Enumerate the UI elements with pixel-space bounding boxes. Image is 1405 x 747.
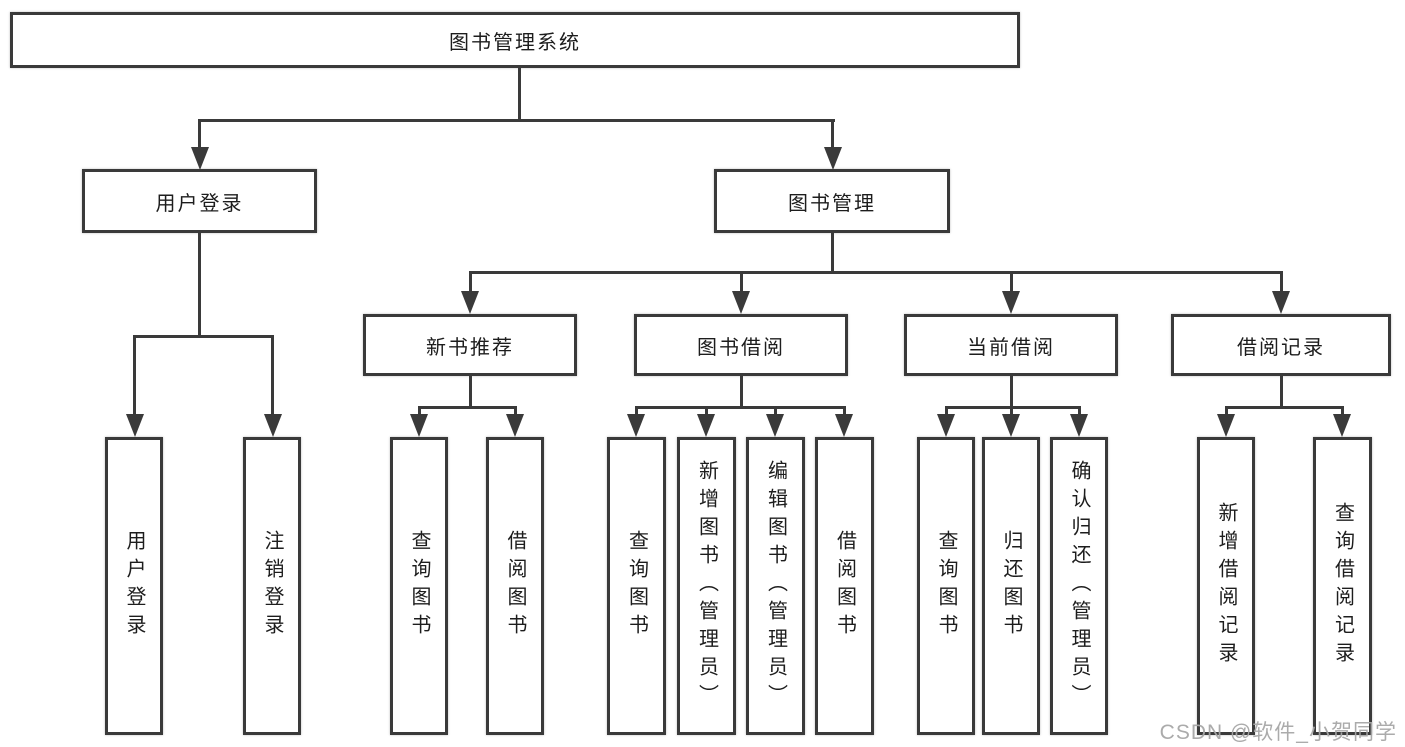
leaf-add-book-admin-label: 新增图书（管理员）: [695, 460, 718, 712]
node-library-system: 图书管理系统: [10, 12, 1020, 68]
leaf-query-book-2-label: 查询图书: [625, 530, 648, 642]
connector-new-book-rail: [418, 406, 517, 409]
node-borrow-records: 借阅记录: [1171, 314, 1391, 376]
arrow-down: [1070, 414, 1088, 437]
connector-stem: [635, 406, 638, 416]
arrow-down: [732, 291, 750, 314]
arrow-down: [627, 414, 645, 437]
connector-stem: [740, 271, 743, 293]
leaf-query-book-3: 查询图书: [917, 437, 975, 735]
connector-stem: [945, 406, 948, 416]
arrow-down: [264, 414, 282, 437]
arrow-down: [1002, 291, 1020, 314]
node-borrow-records-label: 借阅记录: [1237, 336, 1325, 359]
leaf-borrow-book-2: 借阅图书: [815, 437, 874, 735]
arrow-down: [937, 414, 955, 437]
leaf-query-borrow-record: 查询借阅记录: [1313, 437, 1372, 735]
connector-stem: [1010, 271, 1013, 293]
arrow-down: [126, 414, 144, 437]
connector-new-book-trunk: [469, 376, 472, 408]
connector-stem: [1010, 406, 1013, 416]
connector-borrow-records-trunk: [1280, 376, 1283, 408]
watermark: CSDN @软件_小贺同学: [1159, 721, 1397, 744]
connector-root-trunk: [518, 66, 521, 122]
leaf-add-borrow-record: 新增借阅记录: [1197, 437, 1255, 735]
node-current-borrow-label: 当前借阅: [967, 336, 1055, 359]
leaf-logout: 注销登录: [243, 437, 301, 735]
leaf-borrow-book-1-label: 借阅图书: [504, 530, 526, 642]
connector-user-login-trunk: [198, 233, 201, 338]
connector-stem: [198, 119, 201, 149]
leaf-borrow-book-1: 借阅图书: [486, 437, 544, 735]
connector-level2-rail: [198, 119, 835, 122]
leaf-return-book: 归还图书: [982, 437, 1040, 735]
leaf-query-book-2: 查询图书: [607, 437, 666, 735]
leaf-add-borrow-record-label: 新增借阅记录: [1215, 502, 1237, 670]
connector-level3-rail: [469, 271, 1283, 274]
arrow-down: [1272, 291, 1290, 314]
node-user-login: 用户登录: [82, 169, 317, 233]
connector-stem: [705, 406, 708, 416]
connector-book-mgmt-trunk: [831, 233, 834, 274]
connector-stem: [469, 271, 472, 293]
connector-current-borrow-rail: [945, 406, 1081, 409]
connector-book-borrow-trunk: [740, 376, 743, 408]
arrow-down: [410, 414, 428, 437]
node-library-system-label: 图书管理系统: [449, 31, 581, 54]
arrow-down: [191, 147, 209, 170]
leaf-edit-book-admin: 编辑图书（管理员）: [746, 437, 805, 735]
connector-stem: [843, 406, 846, 416]
leaf-user-login: 用户登录: [105, 437, 163, 735]
connector-borrow-records-rail: [1225, 406, 1344, 409]
node-book-management-label: 图书管理: [788, 192, 876, 215]
arrow-down: [461, 291, 479, 314]
leaf-borrow-book-2-label: 借阅图书: [833, 530, 856, 642]
leaf-query-book-3-label: 查询图书: [935, 530, 957, 642]
connector-stem: [514, 406, 517, 416]
node-book-borrow-label: 图书借阅: [697, 336, 785, 359]
node-new-book-recommend-label: 新书推荐: [426, 336, 514, 359]
arrow-down: [697, 414, 715, 437]
leaf-query-borrow-record-label: 查询借阅记录: [1331, 502, 1354, 670]
connector-stem: [1280, 271, 1283, 293]
leaf-query-book-1: 查询图书: [390, 437, 448, 735]
arrow-down: [506, 414, 524, 437]
connector-current-borrow-trunk: [1010, 376, 1013, 408]
leaf-edit-book-admin-label: 编辑图书（管理员）: [764, 460, 787, 712]
connector-book-borrow-rail: [635, 406, 846, 409]
arrow-down: [835, 414, 853, 437]
leaf-add-book-admin: 新增图书（管理员）: [677, 437, 736, 735]
arrow-down: [824, 147, 842, 170]
leaf-user-login-label: 用户登录: [123, 530, 145, 642]
leaf-query-book-1-label: 查询图书: [408, 530, 430, 642]
connector-stem: [1078, 406, 1081, 416]
arrow-down: [1217, 414, 1235, 437]
connector-stem: [1225, 406, 1228, 416]
leaf-confirm-return-admin: 确认归还（管理员）: [1050, 437, 1108, 735]
connector-stem: [271, 335, 274, 416]
leaf-confirm-return-admin-label: 确认归还（管理员）: [1068, 460, 1090, 712]
node-current-borrow: 当前借阅: [904, 314, 1118, 376]
node-book-management: 图书管理: [714, 169, 950, 233]
connector-stem: [774, 406, 777, 416]
connector-user-login-rail: [133, 335, 274, 338]
leaf-logout-label: 注销登录: [261, 530, 283, 642]
connector-stem: [133, 335, 136, 416]
node-book-borrow: 图书借阅: [634, 314, 848, 376]
arrow-down: [1333, 414, 1351, 437]
node-new-book-recommend: 新书推荐: [363, 314, 577, 376]
connector-stem: [418, 406, 421, 416]
arrow-down: [1002, 414, 1020, 437]
connector-stem: [831, 119, 834, 149]
arrow-down: [766, 414, 784, 437]
leaf-return-book-label: 归还图书: [1000, 530, 1022, 642]
connector-stem: [1341, 406, 1344, 416]
node-user-login-label: 用户登录: [155, 192, 244, 215]
